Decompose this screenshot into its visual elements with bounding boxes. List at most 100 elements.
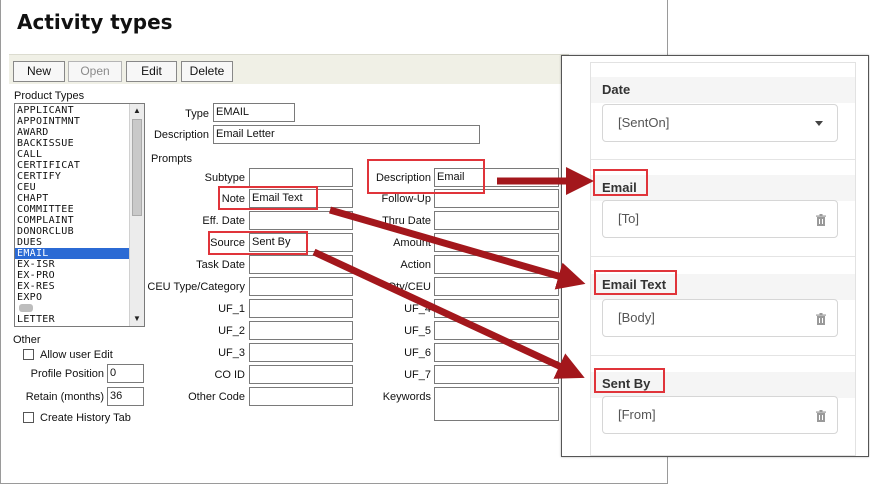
product-type-item[interactable]: APPOINTMNT xyxy=(17,116,81,127)
create-history-tab-checkbox[interactable] xyxy=(23,412,34,423)
other-label: Other xyxy=(13,334,41,346)
scroll-up-icon[interactable]: ▲ xyxy=(133,106,141,115)
divider xyxy=(591,159,855,160)
retain-label: Retain (months) xyxy=(25,391,104,403)
new-button[interactable]: New xyxy=(13,61,65,82)
mapping-panel: Date [SentOn] Email [To] Email Text [Bod… xyxy=(561,55,869,457)
toolbar: New Open Edit Delete xyxy=(9,54,569,84)
right-prompt-label: UF_5 xyxy=(404,325,431,337)
product-type-item[interactable]: APPLICANT xyxy=(17,105,74,116)
right-prompt-label: UF_4 xyxy=(404,303,431,315)
product-type-item[interactable]: DONORCLUB xyxy=(17,226,74,237)
sent-by-field[interactable]: [From] xyxy=(602,396,838,434)
prompts-label: Prompts xyxy=(151,153,192,165)
left-prompt-field[interactable]: Email Text xyxy=(249,189,353,208)
left-prompt-label: Task Date xyxy=(196,259,245,271)
right-prompt-field[interactable]: Email xyxy=(434,168,559,187)
date-select-value: [SentOn] xyxy=(618,115,670,130)
retain-field[interactable]: 36 xyxy=(107,387,144,406)
right-prompt-field[interactable] xyxy=(434,299,559,318)
description-label: Description xyxy=(153,129,209,141)
left-prompt-label: UF_3 xyxy=(218,347,245,359)
right-prompt-field[interactable] xyxy=(434,255,559,274)
product-type-item[interactable]: CALL xyxy=(17,149,43,160)
right-prompt-label: Amount xyxy=(393,237,431,249)
right-prompt-field[interactable] xyxy=(434,343,559,362)
product-types-label: Product Types xyxy=(14,90,85,102)
product-type-item[interactable]: CEU xyxy=(17,182,36,193)
left-prompt-field[interactable] xyxy=(249,365,353,384)
left-prompt-label: Eff. Date xyxy=(202,215,245,227)
trash-icon[interactable] xyxy=(815,214,827,226)
left-prompt-field[interactable] xyxy=(249,299,353,318)
allow-user-edit-checkbox[interactable] xyxy=(23,349,34,360)
date-title: Date xyxy=(602,82,631,97)
left-prompt-label: Subtype xyxy=(204,172,245,184)
product-type-item[interactable]: COMPLAINT xyxy=(17,215,74,226)
left-prompt-label: CEU Type/Category xyxy=(147,281,245,293)
product-type-item[interactable]: EX-PRO xyxy=(17,270,55,281)
product-type-item[interactable]: EXPO xyxy=(17,292,43,303)
email-text-field[interactable]: [Body] xyxy=(602,299,838,337)
left-prompt-field[interactable] xyxy=(249,168,353,187)
profile-position-label: Profile Position xyxy=(30,368,104,380)
open-button[interactable]: Open xyxy=(68,61,122,82)
email-header xyxy=(591,175,855,201)
right-prompt-label: Action xyxy=(400,259,431,271)
product-type-item[interactable] xyxy=(15,303,129,314)
trash-icon[interactable] xyxy=(815,410,827,422)
email-field-value: [To] xyxy=(618,211,639,226)
email-text-field-value: [Body] xyxy=(618,310,655,325)
edit-button[interactable]: Edit xyxy=(126,61,177,82)
email-field[interactable]: [To] xyxy=(602,200,838,238)
left-prompt-field[interactable] xyxy=(249,277,353,296)
left-prompt-field[interactable] xyxy=(249,321,353,340)
product-type-item[interactable]: EMAIL xyxy=(15,248,129,259)
right-prompt-field[interactable] xyxy=(434,233,559,252)
product-type-item[interactable]: CHAPT xyxy=(17,193,49,204)
left-prompt-field[interactable] xyxy=(249,211,353,230)
email-text-title: Email Text xyxy=(602,277,667,292)
product-type-item[interactable]: EX-RES xyxy=(17,281,55,292)
right-prompt-field[interactable] xyxy=(434,321,559,340)
sent-by-title: Sent By xyxy=(602,376,651,391)
list-scrollbar[interactable]: ▲ ▼ xyxy=(129,104,144,326)
product-type-item[interactable]: AWARD xyxy=(17,127,49,138)
scroll-thumb[interactable] xyxy=(132,119,142,216)
left-prompt-field[interactable] xyxy=(249,255,353,274)
right-prompt-field[interactable] xyxy=(434,189,559,208)
product-type-item[interactable]: CERTIFICAT xyxy=(17,160,81,171)
description-field[interactable]: Email Letter xyxy=(213,125,480,144)
product-type-item[interactable]: CERTIFY xyxy=(17,171,62,182)
right-prompt-field[interactable] xyxy=(434,211,559,230)
scroll-down-icon[interactable]: ▼ xyxy=(133,314,141,323)
divider xyxy=(591,355,855,356)
date-select[interactable]: [SentOn] xyxy=(602,104,838,142)
delete-button[interactable]: Delete xyxy=(181,61,233,82)
email-title: Email xyxy=(602,180,637,195)
product-type-item[interactable]: EX-ISR xyxy=(17,259,55,270)
product-type-item[interactable]: BACKISSUE xyxy=(17,138,74,149)
right-prompt-label: Thru Date xyxy=(382,215,431,227)
left-prompt-field[interactable] xyxy=(249,343,353,362)
right-prompt-label: Qty/CEU xyxy=(387,281,431,293)
left-prompt-field[interactable] xyxy=(249,387,353,406)
type-label: Type xyxy=(185,108,209,120)
right-prompt-label: Description xyxy=(375,172,431,184)
sent-by-field-value: [From] xyxy=(618,407,656,422)
left-prompt-field[interactable]: Sent By xyxy=(249,233,353,252)
type-field[interactable]: EMAIL xyxy=(213,103,295,122)
profile-position-field[interactable]: 0 xyxy=(107,364,144,383)
right-prompt-label: Keywords xyxy=(382,391,431,403)
right-prompt-field[interactable] xyxy=(434,365,559,384)
sent-by-header xyxy=(591,372,855,398)
left-prompt-label: Source xyxy=(210,237,245,249)
right-prompt-field[interactable] xyxy=(434,387,559,421)
right-prompt-label: Follow-Up xyxy=(381,193,431,205)
trash-icon[interactable] xyxy=(815,313,827,325)
product-type-item[interactable]: LETTER xyxy=(17,314,55,325)
product-type-item[interactable]: COMMITTEE xyxy=(17,204,74,215)
product-type-item[interactable]: DUES xyxy=(17,237,43,248)
right-prompt-field[interactable] xyxy=(434,277,559,296)
